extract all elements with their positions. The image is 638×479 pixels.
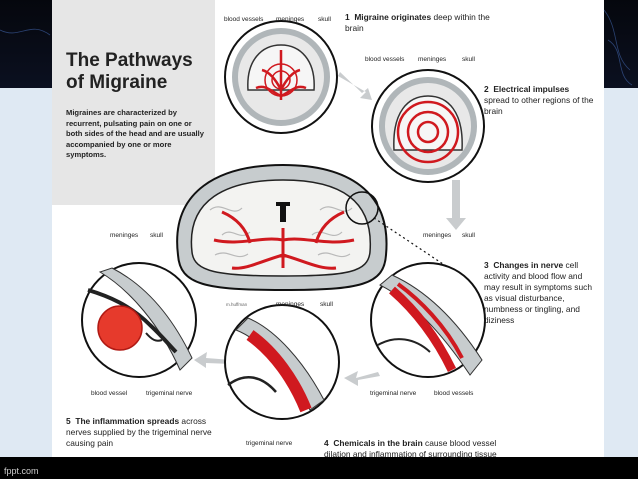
step-2-number: 2 — [484, 84, 489, 94]
label-trigeminal-nerve-3: trigeminal nerve — [370, 390, 416, 397]
title-line-2: of Migraine — [66, 72, 167, 94]
stage-3-nerve-illustration — [371, 263, 485, 377]
stage-4-nerve-illustration — [225, 305, 339, 419]
arrow-3-to-4 — [344, 371, 380, 386]
label-skull-3: skull — [462, 232, 475, 239]
step-2-heading: Electrical impulses — [493, 84, 569, 94]
label-blood-vessels-2: blood vessels — [365, 56, 404, 63]
label-meninges-2: meninges — [418, 56, 446, 63]
step-4-text: 4 Chemicals in the brain cause blood ves… — [324, 438, 514, 460]
label-skull-5: skull — [150, 232, 163, 239]
label-blood-vessels-1: blood vessels — [224, 16, 263, 23]
step-4-number: 4 — [324, 438, 329, 448]
label-skull-4: skull — [320, 301, 333, 308]
step-1-text: 1 Migraine originates deep within the br… — [345, 12, 500, 34]
label-meninges-4: meninges — [276, 301, 304, 308]
stage-2-brain-illustration — [372, 70, 484, 182]
label-blood-vessels-3: blood vessels — [434, 390, 473, 397]
step-5-heading: The inflammation spreads — [75, 416, 179, 426]
label-meninges-1: meninges — [276, 16, 304, 23]
label-meninges-3: meninges — [423, 232, 451, 239]
label-blood-vessel-5: blood vessel — [91, 390, 127, 397]
arrow-2-to-3 — [446, 180, 466, 230]
step-4-heading: Chemicals in the brain — [333, 438, 422, 448]
label-meninges-5: meninges — [110, 232, 138, 239]
step-1-heading: Migraine originates — [354, 12, 431, 22]
stage-1-brain-illustration — [225, 21, 337, 133]
step-3-number: 3 — [484, 260, 489, 270]
step-2-text: 2 Electrical impulses spread to other re… — [484, 84, 596, 117]
label-trigeminal-nerve-4: trigeminal nerve — [246, 440, 292, 447]
label-skull-1: skull — [318, 16, 331, 23]
footer-watermark: fppt.com — [4, 466, 39, 476]
step-1-number: 1 — [345, 12, 350, 22]
step-2-description: spread to other regions of the brain — [484, 95, 593, 116]
step-3-text: 3 Changes in nerve cell activity and blo… — [484, 260, 596, 326]
step-3-heading: Changes in nerve — [493, 260, 563, 270]
stage-5-nerve-illustration — [82, 263, 196, 377]
step-5-text: 5 The inflammation spreads across nerves… — [66, 416, 216, 449]
step-5-number: 5 — [66, 416, 71, 426]
label-skull-2: skull — [462, 56, 475, 63]
intro-text: Migraines are characterized by recurrent… — [66, 108, 208, 161]
arrow-1-to-2 — [338, 72, 372, 100]
label-trigeminal-nerve-5: trigeminal nerve — [146, 390, 192, 397]
artist-credit: m.huffman — [226, 302, 247, 307]
title-line-1: The Pathways — [66, 50, 193, 72]
